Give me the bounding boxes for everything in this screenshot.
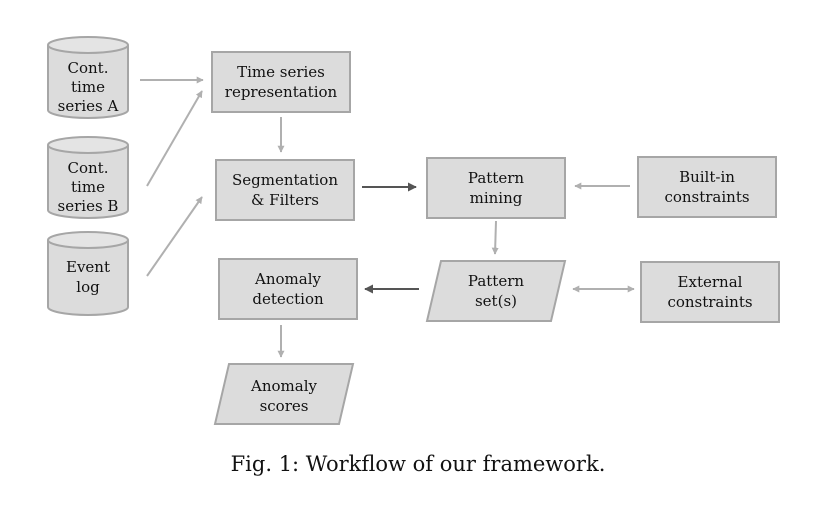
output-anomaly-scores: Anomaly scores (213, 363, 355, 425)
process-anomaly-detection: Anomaly detection (218, 258, 358, 320)
node-label-line: constraints (667, 293, 752, 311)
node-label-line: Event (66, 258, 110, 276)
node-label-line: Segmentation (232, 171, 338, 189)
node-label-line: Cont. (68, 159, 109, 177)
node-label-line: representation (225, 83, 338, 101)
arrow-event-log-to-segmentation (146, 196, 203, 277)
node-label-line: series B (58, 197, 119, 215)
node-label-line: Pattern (468, 272, 524, 290)
figure-caption: Fig. 1: Workflow of our framework. (230, 452, 606, 476)
data-source-event-log: Event log (47, 231, 129, 316)
arrow-mining-to-pattern-sets (491, 220, 499, 255)
input-builtin-constraints: Built-in constraints (637, 156, 777, 218)
node-label-line: log (76, 278, 100, 296)
node-label-line: scores (260, 397, 309, 415)
input-external-constraints: External constraints (640, 261, 780, 323)
node-label-line: Built-in (679, 168, 735, 186)
process-pattern-mining: Pattern mining (426, 157, 566, 219)
node-label-line: detection (252, 290, 324, 308)
node-label-line: constraints (664, 188, 749, 206)
node-label-line: series A (58, 97, 119, 115)
node-label-line: & Filters (251, 191, 319, 209)
arrow-cont-b-to-representation (146, 90, 203, 187)
node-label-line: time (71, 178, 105, 196)
data-source-cont-b: Cont. time series B (47, 136, 129, 219)
node-label-line: mining (470, 189, 523, 207)
node-label-line: Anomaly (250, 377, 317, 395)
node-label-line: Time series (237, 63, 325, 81)
node-label-line: External (678, 273, 743, 291)
node-label-line: Pattern (468, 169, 524, 187)
process-time-series-representation: Time series representation (211, 51, 351, 113)
node-label-line: Anomaly (254, 270, 321, 288)
data-pattern-sets: Pattern set(s) (425, 260, 567, 322)
process-segmentation-filters: Segmentation & Filters (215, 159, 355, 221)
node-label-line: Cont. (68, 59, 109, 77)
node-label-line: time (71, 78, 105, 96)
node-label-line: set(s) (475, 292, 517, 310)
data-source-cont-a: Cont. time series A (47, 36, 129, 119)
